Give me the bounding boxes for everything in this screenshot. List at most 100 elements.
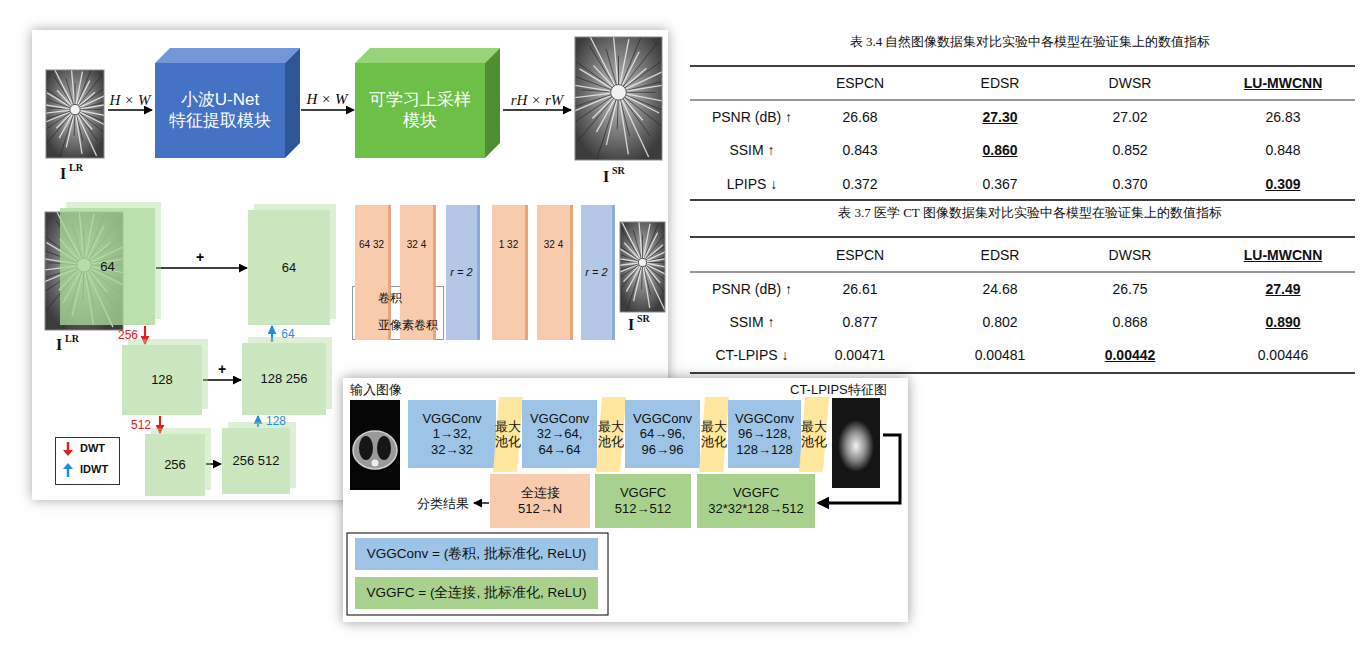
table-rule xyxy=(690,199,1355,201)
legend-arrow-shaft xyxy=(67,468,70,477)
max-pool: 最大池化 xyxy=(799,397,829,472)
feature-map: 256 512 xyxy=(222,428,290,494)
node-subtext: 512→512 xyxy=(615,501,671,517)
petal xyxy=(75,110,82,154)
image-label: I xyxy=(56,336,62,354)
node-text: VGGConv xyxy=(735,411,794,427)
feedback-arrow xyxy=(819,435,900,503)
edge-label: + xyxy=(196,249,204,265)
node-text: 64 xyxy=(282,260,296,276)
table-text: 26.83 xyxy=(1265,109,1300,125)
node-text: r = 2 xyxy=(450,266,472,279)
legend-arrow-shaft xyxy=(67,442,70,451)
node-subtext: 1→32, 32→32 xyxy=(420,426,484,457)
text-area: 可学习上采样 模块 xyxy=(355,63,485,158)
table-text: 0.309 xyxy=(1265,176,1300,192)
caption-label: 输入图像 xyxy=(350,381,402,399)
petal xyxy=(52,70,75,110)
petal xyxy=(613,37,618,92)
node-subtext: 32*32*128→512 xyxy=(708,501,803,517)
petal xyxy=(620,263,643,283)
node-text: 最大池化 xyxy=(598,420,624,450)
node-subtext: 96→128, 128→128 xyxy=(733,426,797,457)
feature-map: 128 xyxy=(122,345,202,415)
legend-arrow xyxy=(62,462,74,478)
image-border xyxy=(46,70,104,158)
node-text: 最大池化 xyxy=(701,420,727,450)
definition-box: VGGFC = (全连接, 批标准化, ReLU) xyxy=(355,577,598,609)
table-text: PSNR (dB) ↑ xyxy=(712,109,792,125)
feature-map-image xyxy=(832,398,880,488)
table-text: CT-LPIPS ↓ xyxy=(715,347,788,363)
text-area: 64 xyxy=(248,210,330,325)
text-area: 最大池化 xyxy=(799,397,829,472)
table-text: 0.843 xyxy=(842,142,877,158)
image-border xyxy=(620,222,665,312)
table-text: 0.848 xyxy=(1265,142,1300,158)
network-card: VGGConv1→32, 32→32最大池化VGGConv32→64, 64→6… xyxy=(343,378,908,622)
petal xyxy=(619,92,629,154)
petal xyxy=(586,37,618,92)
node-text: VGGConv xyxy=(633,411,692,427)
table-rule xyxy=(690,272,1355,273)
table-text: 24.68 xyxy=(982,281,1017,297)
text-area: 128 256 xyxy=(242,343,326,415)
node-text: 1 32 xyxy=(499,239,518,251)
text-area: 128 xyxy=(122,345,202,415)
legend-text: DWT xyxy=(80,442,105,454)
conv-layer: 1 32 xyxy=(492,205,528,340)
text-area: r = 2 xyxy=(581,205,612,340)
dimension-label: H × W xyxy=(110,92,151,109)
feature-map: 256 xyxy=(145,434,205,496)
petal xyxy=(46,110,75,144)
petal xyxy=(46,83,75,109)
text-area: 最大池化 xyxy=(493,397,523,472)
petal xyxy=(75,110,98,141)
table-text: PSNR (dB) ↑ xyxy=(712,281,792,297)
connector xyxy=(257,416,259,427)
text-area: 全连接512→N xyxy=(490,474,590,528)
connector xyxy=(144,326,146,344)
pool-parallelogram xyxy=(596,397,626,472)
flower-centre xyxy=(611,85,627,101)
subpixel-conv-layer: r = 2 xyxy=(446,205,480,340)
table-text: 0.00481 xyxy=(975,347,1026,363)
conv-layer: 32 4 xyxy=(537,205,573,340)
feature-map: 64 xyxy=(248,210,330,325)
image-label: LR xyxy=(69,162,83,173)
edge-label: 128 xyxy=(266,414,286,428)
node-text: 256 xyxy=(164,457,186,473)
table-text: 26.68 xyxy=(842,109,877,125)
table-rule xyxy=(690,65,1355,67)
vgg-conv-block: VGGConv64→96, 96→96 xyxy=(625,400,700,468)
node-subtext: 512→N xyxy=(518,501,562,517)
edge-label: 64 xyxy=(281,327,294,341)
feature-map: 128 256 xyxy=(242,343,326,415)
petal xyxy=(620,263,643,285)
petal xyxy=(578,92,618,140)
node-subtext: 64→96, 96→96 xyxy=(631,426,695,457)
petal xyxy=(619,37,646,92)
vgg-fc-block: VGGFC512→512 xyxy=(595,474,691,528)
node-text: 最大池化 xyxy=(495,420,521,450)
image-label: SR xyxy=(612,165,625,176)
petal xyxy=(75,110,97,156)
flower-centre xyxy=(638,258,646,266)
table-text: SSIM ↑ xyxy=(729,142,774,158)
table-text: 0.890 xyxy=(1265,314,1300,330)
cube-top xyxy=(155,48,300,63)
node-text: VGGFC = (全连接, 批标准化, ReLU) xyxy=(367,585,587,601)
text-area: 小波U-Net 特征提取模块 xyxy=(155,63,285,158)
image-label: I xyxy=(628,316,634,334)
flower-image xyxy=(46,70,104,158)
table-text: 26.75 xyxy=(1112,281,1147,297)
image-label: LR xyxy=(65,333,79,344)
node-text: 最大池化 xyxy=(801,420,827,450)
connector xyxy=(156,267,247,269)
definition-box: VGGConv = (卷积, 批标准化, ReLU) xyxy=(355,538,598,570)
table-text: DWSR xyxy=(1109,75,1152,91)
node-text: r = 2 xyxy=(585,266,607,279)
petal xyxy=(619,92,649,157)
legend-arrow xyxy=(62,441,74,457)
node-text: 128 256 xyxy=(261,371,308,387)
